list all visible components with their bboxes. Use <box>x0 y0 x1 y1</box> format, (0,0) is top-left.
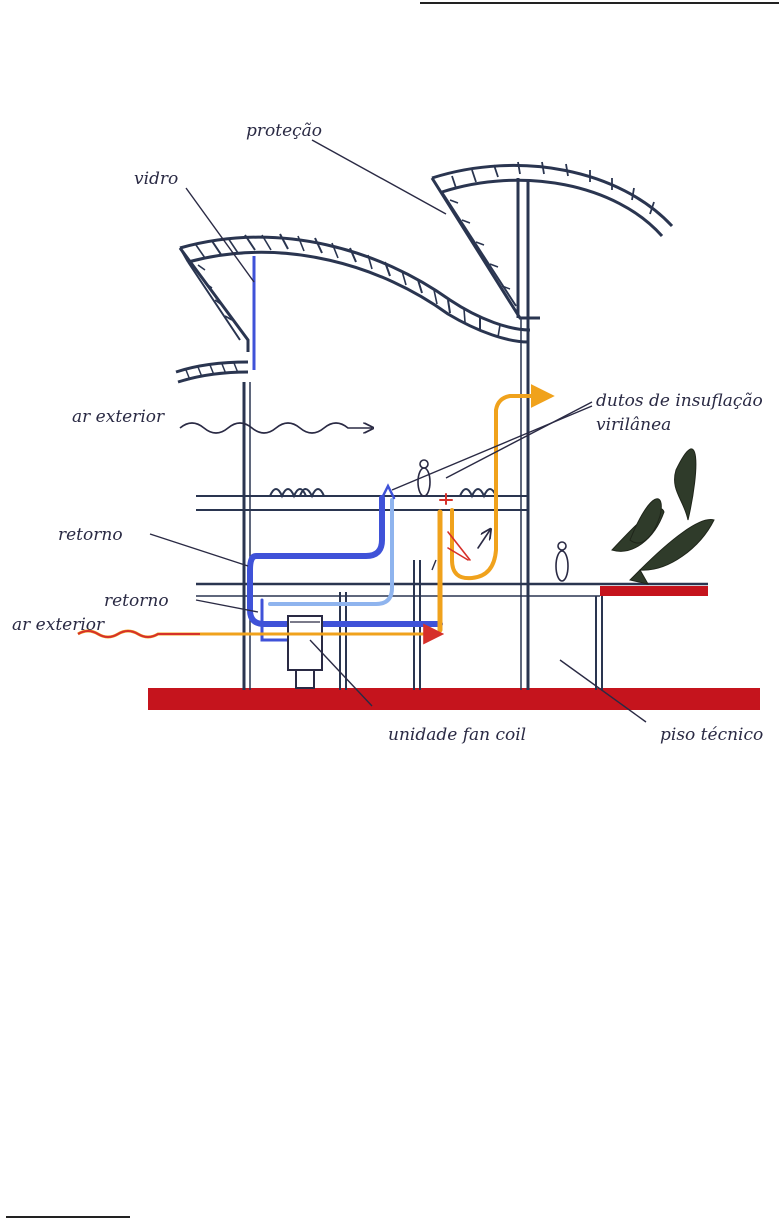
ground-slab <box>148 688 760 710</box>
plant <box>612 449 714 584</box>
bottom-rule <box>6 1216 130 1218</box>
label-fan-coil: unidade fan coil <box>388 725 526 745</box>
label-dutos-line2: virilânea <box>596 415 671 435</box>
upper-floor <box>196 489 528 510</box>
terrace-slab <box>600 586 708 596</box>
top-rule <box>420 2 779 4</box>
label-piso-tecnico: piso técnico <box>660 725 763 745</box>
label-retorno-1: retorno <box>58 525 123 545</box>
label-ar-exterior-bottom: ar exterior <box>12 615 105 635</box>
label-protecao: proteção <box>246 121 322 141</box>
label-vidro: vidro <box>134 169 178 189</box>
label-dutos-line1: dutos de insuflação <box>596 391 763 411</box>
label-retorno-2: retorno <box>104 591 169 611</box>
fan-coil-unit <box>288 616 322 688</box>
right-roof-truss <box>432 162 672 318</box>
left-roof-truss <box>176 234 530 382</box>
exterior-air-arrow <box>180 423 372 433</box>
label-ar-exterior-top: ar exterior <box>72 407 165 427</box>
